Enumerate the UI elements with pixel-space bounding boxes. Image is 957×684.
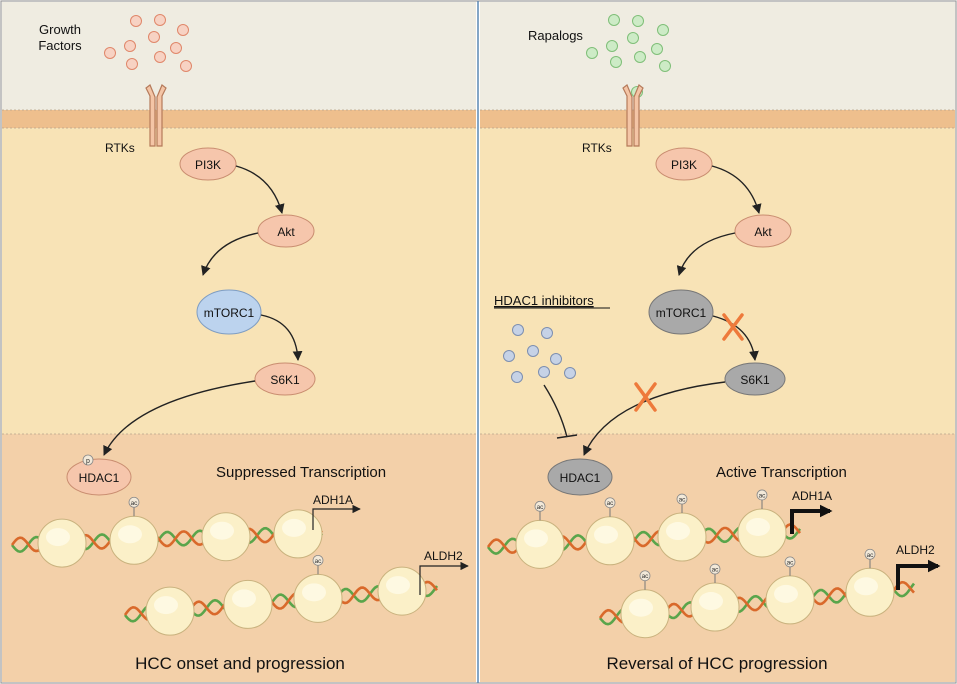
right-receptor-icon — [622, 84, 644, 147]
left-node-akt: Akt — [257, 214, 315, 248]
acetyl-marker — [128, 496, 140, 508]
svg-text:Akt: Akt — [277, 225, 295, 239]
right-dna-strand-1: ac ac ac ac — [486, 489, 802, 569]
dashed-separators — [2, 109, 955, 435]
inhibition-bar — [543, 384, 578, 439]
growth-factor-particles — [104, 14, 192, 72]
block-mark-s6k1-hdac1 — [634, 382, 657, 412]
right-node-mtorc1: mTORC1 — [648, 289, 714, 335]
left-transcription-label: Suppressed Transcription — [216, 464, 386, 481]
svg-text:ac: ac — [867, 552, 875, 559]
hdac1-inhibitors-label: HDAC1 inhibitors — [494, 293, 594, 308]
svg-text:ac: ac — [642, 573, 650, 580]
svg-text:S6K1: S6K1 — [740, 373, 770, 387]
left-node-mtorc1: mTORC1 — [196, 289, 262, 335]
svg-text:HDAC1: HDAC1 — [79, 471, 120, 485]
svg-text:ac: ac — [315, 558, 323, 565]
svg-text:PI3K: PI3K — [195, 158, 221, 172]
phospho-marker — [82, 454, 94, 466]
hdac1-inhibitor-particles — [503, 324, 576, 383]
right-receptor-label: RTKs — [582, 141, 612, 155]
right-transcription-label: Active Transcription — [716, 464, 847, 481]
svg-text:mTORC1: mTORC1 — [656, 306, 707, 320]
acetyl-marker — [676, 493, 688, 505]
receptor-icon — [145, 84, 167, 147]
left-membrane — [2, 110, 476, 128]
svg-text:PI3K: PI3K — [671, 158, 697, 172]
right-node-hdac1: HDAC1 — [547, 458, 613, 496]
svg-text:ac: ac — [787, 559, 795, 566]
left-node-hdac1: HDAC1 p — [66, 454, 132, 496]
acetyl-marker — [312, 554, 324, 566]
right-dna-strand-2: ac ac ac ac — [598, 548, 916, 639]
svg-text:ac: ac — [131, 500, 139, 507]
svg-text:HDAC1: HDAC1 — [560, 471, 601, 485]
left-gene-aldh2-label: ALDH2 — [424, 549, 463, 563]
acetyl-marker — [756, 489, 768, 501]
right-node-pi3k: PI3K — [655, 147, 713, 181]
rapalog-particles — [586, 14, 671, 98]
acetyl-marker — [709, 563, 721, 575]
right-arrows — [583, 165, 762, 456]
left-receptor-label: RTKs — [105, 141, 135, 155]
svg-text:ac: ac — [759, 492, 767, 499]
right-gene-aldh2-arrow — [896, 559, 941, 590]
acetyl-marker — [604, 497, 616, 509]
acetyl-marker — [864, 548, 876, 560]
left-gene-adh1a-arrow — [312, 504, 361, 530]
left-node-pi3k: PI3K — [179, 147, 237, 181]
left-gene-adh1a-label: ADH1A — [313, 493, 353, 507]
left-outcome-label: HCC onset and progression — [135, 654, 345, 673]
left-dna-strand-1: ac — [10, 496, 324, 568]
right-gene-aldh2-label: ALDH2 — [896, 543, 935, 557]
svg-text:mTORC1: mTORC1 — [204, 306, 255, 320]
left-arrows — [103, 165, 303, 456]
left-gene-aldh2-arrow — [419, 561, 469, 595]
svg-text:ac: ac — [607, 500, 615, 507]
svg-text:p: p — [86, 458, 90, 465]
right-gene-adh1a-label: ADH1A — [792, 489, 832, 503]
left-cytoplasm — [2, 128, 476, 434]
right-cytoplasm — [480, 128, 955, 434]
right-membrane — [480, 110, 955, 128]
block-mark-mtorc1-s6k1 — [722, 313, 744, 341]
svg-text:S6K1: S6K1 — [270, 373, 300, 387]
right-extracellular-region — [480, 2, 955, 110]
left-node-s6k1: S6K1 — [254, 362, 316, 396]
right-gene-adh1a-arrow — [790, 504, 833, 534]
svg-text:Akt: Akt — [754, 225, 772, 239]
svg-text:ac: ac — [712, 567, 720, 574]
svg-text:ac: ac — [537, 504, 545, 511]
left-extracellular-region — [2, 2, 476, 110]
right-node-akt: Akt — [734, 214, 792, 248]
right-outcome-label: Reversal of HCC progression — [606, 654, 827, 673]
acetyl-marker — [639, 570, 651, 582]
acetyl-marker — [534, 500, 546, 512]
left-dna-strand-2: ac — [123, 554, 439, 636]
right-ligand-label: Rapalogs — [528, 28, 583, 43]
acetyl-marker — [784, 556, 796, 568]
svg-text:ac: ac — [679, 497, 687, 504]
right-node-s6k1: S6K1 — [724, 362, 786, 396]
